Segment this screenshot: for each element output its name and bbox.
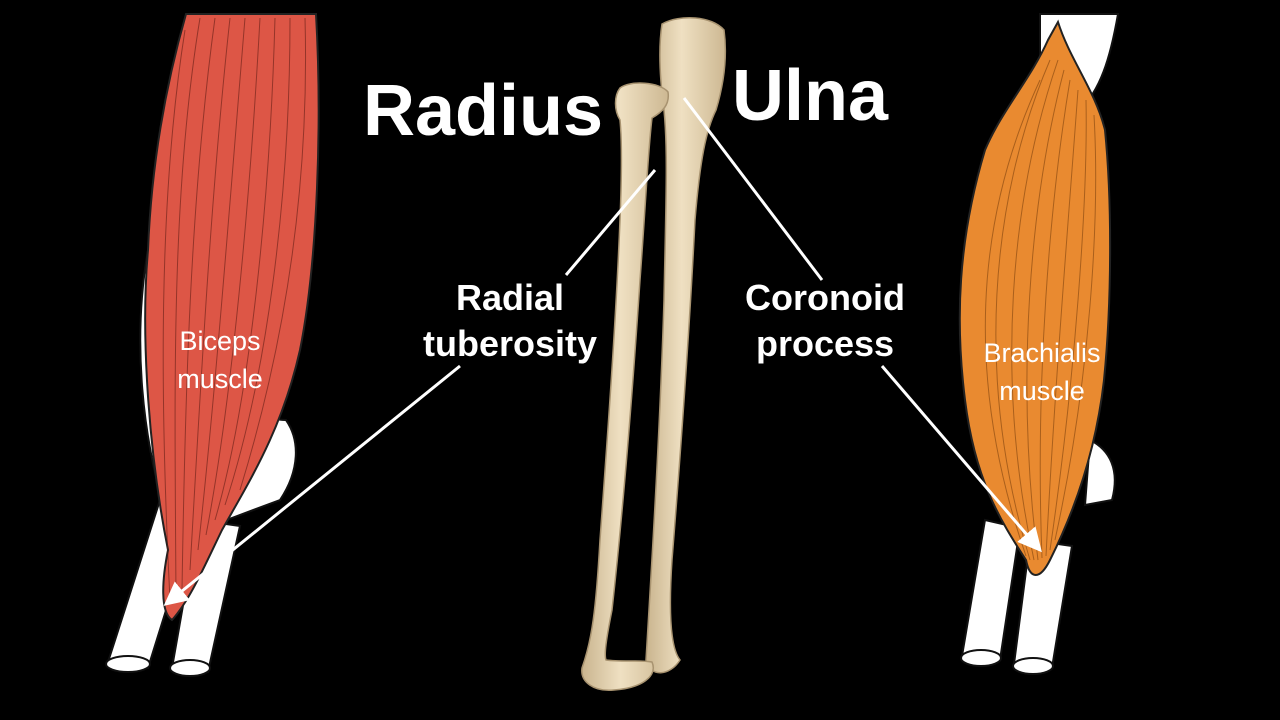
brachialis-fibers — [984, 59, 1097, 561]
coronoid-process-pointer-arrow — [880, 365, 1042, 553]
coronoid-process-label: Coronoid process — [720, 275, 930, 367]
brachialis-label: Brachialis muscle — [962, 334, 1122, 410]
radial-tuberosity-label: Radial tuberosity — [400, 275, 620, 367]
biceps-label: Biceps muscle — [155, 322, 285, 398]
ulna-label: Ulna — [731, 56, 889, 136]
radial-tuberosity-line-1: Radial — [455, 277, 565, 318]
radius-label: Radius — [362, 71, 604, 151]
radial-tuberosity-pointer-arrow — [163, 364, 461, 606]
coronoid-process-pointer-up — [682, 97, 824, 281]
radial-tuberosity-pointer-up — [564, 169, 657, 276]
brachialis-line-1: Brachialis — [983, 338, 1101, 368]
radial-tuberosity-line-2: tuberosity — [422, 323, 598, 364]
brachialis-illustration — [958, 13, 1120, 675]
radius-bone — [581, 82, 670, 691]
coronoid-process-line-2: process — [755, 323, 895, 364]
brachialis-line-2: muscle — [999, 376, 1085, 406]
right-forearm-bones — [960, 438, 1116, 675]
radius-ulna-bones — [581, 17, 727, 691]
biceps-line-2: muscle — [177, 364, 263, 394]
ulna-bone — [645, 17, 727, 674]
biceps-illustration — [105, 13, 320, 677]
biceps-muscle — [144, 13, 320, 622]
biceps-fibers — [162, 17, 307, 601]
coronoid-process-line-1: Coronoid — [745, 277, 905, 318]
biceps-line-1: Biceps — [179, 326, 261, 356]
